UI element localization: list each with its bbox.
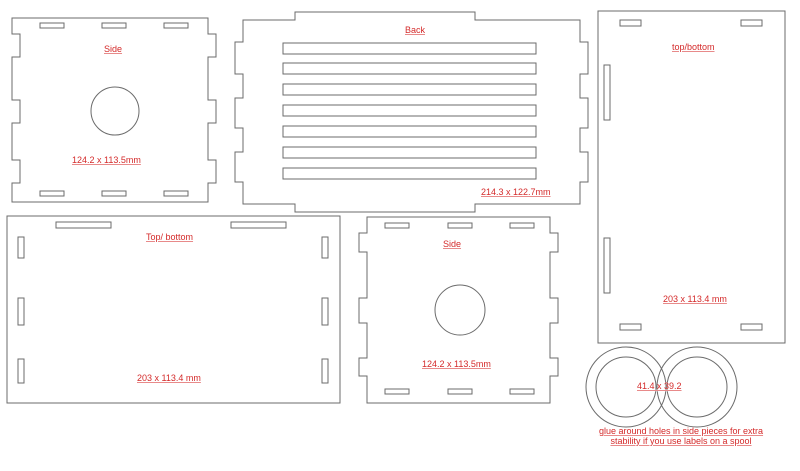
side-center-slot — [384, 222, 410, 229]
top-bottom-right-slot — [603, 237, 611, 294]
side-center-dimension-label: 124.2 x 113.5mm — [422, 359, 491, 369]
top-bottom-left-slot — [17, 236, 25, 259]
side-left-name-label: Side — [104, 44, 123, 54]
top-bottom-left-slot — [321, 358, 329, 384]
side-left-dimension-label: 124.2 x 113.5mm — [72, 155, 141, 165]
ring-left-outer — [585, 346, 667, 428]
top-bottom-left-outline — [6, 215, 341, 404]
back-vent-slot — [282, 42, 537, 55]
top-bottom-right-slot — [619, 19, 642, 27]
side-left-slot — [101, 22, 127, 29]
spool-rings — [585, 346, 738, 428]
back-name-label: Back — [405, 25, 426, 35]
top-bottom-left-slot — [230, 221, 287, 229]
top-bottom-right-name-label: top/bottom — [672, 42, 715, 52]
top-bottom-left-slot — [321, 297, 329, 326]
side-left-slot — [101, 190, 127, 197]
side-piece-center — [358, 216, 559, 404]
side-piece-center-outline — [358, 216, 559, 404]
top-bottom-left-name-label: Top/ bottom — [146, 232, 194, 242]
back-piece-outline — [234, 11, 589, 213]
side-center-hole — [434, 284, 486, 336]
back-vent-slot — [282, 104, 537, 117]
back-piece — [234, 11, 589, 213]
top-bottom-right-slot — [740, 323, 763, 331]
top-bottom-right-slot — [740, 19, 763, 27]
back-vent-slot — [282, 83, 537, 96]
side-left-slot — [39, 190, 65, 197]
side-piece-left — [11, 17, 217, 203]
side-center-slot — [447, 222, 473, 229]
side-piece-left-outline — [11, 17, 217, 203]
back-vent-slot — [282, 167, 537, 180]
side-left-slot — [163, 22, 189, 29]
side-center-slot — [509, 388, 535, 395]
top-bottom-right-slot — [603, 64, 611, 121]
assembly-note: glue around holes in side pieces for ext… — [598, 426, 764, 446]
top-bottom-right-outline — [597, 10, 786, 344]
side-left-slot — [39, 22, 65, 29]
rings-dimension-label: 41.4 x 39.2 — [637, 381, 682, 391]
top-bottom-left-dimension-label: 203 x 113.4 mm — [137, 373, 201, 383]
back-vent-slot — [282, 62, 537, 75]
back-dimension-label: 214.3 x 122.7mm — [481, 187, 551, 197]
ring-left-inner — [595, 356, 657, 418]
top-bottom-left-slot — [55, 221, 112, 229]
side-left-slot — [163, 190, 189, 197]
back-vent-slot — [282, 146, 537, 159]
side-center-slot — [509, 222, 535, 229]
side-center-slot — [384, 388, 410, 395]
top-bottom-right-dimension-label: 203 x 113.4 mm — [663, 294, 727, 304]
top-bottom-piece-left — [6, 215, 341, 404]
top-bottom-left-slot — [17, 358, 25, 384]
side-left-hole — [90, 86, 140, 136]
top-bottom-left-slot — [321, 236, 329, 259]
side-center-name-label: Side — [443, 239, 462, 249]
back-vent-slot — [282, 125, 537, 138]
ring-right-inner — [666, 356, 728, 418]
ring-right-outer — [656, 346, 738, 428]
top-bottom-piece-right — [597, 10, 786, 344]
top-bottom-right-slot — [619, 323, 642, 331]
side-center-slot — [447, 388, 473, 395]
top-bottom-left-slot — [17, 297, 25, 326]
